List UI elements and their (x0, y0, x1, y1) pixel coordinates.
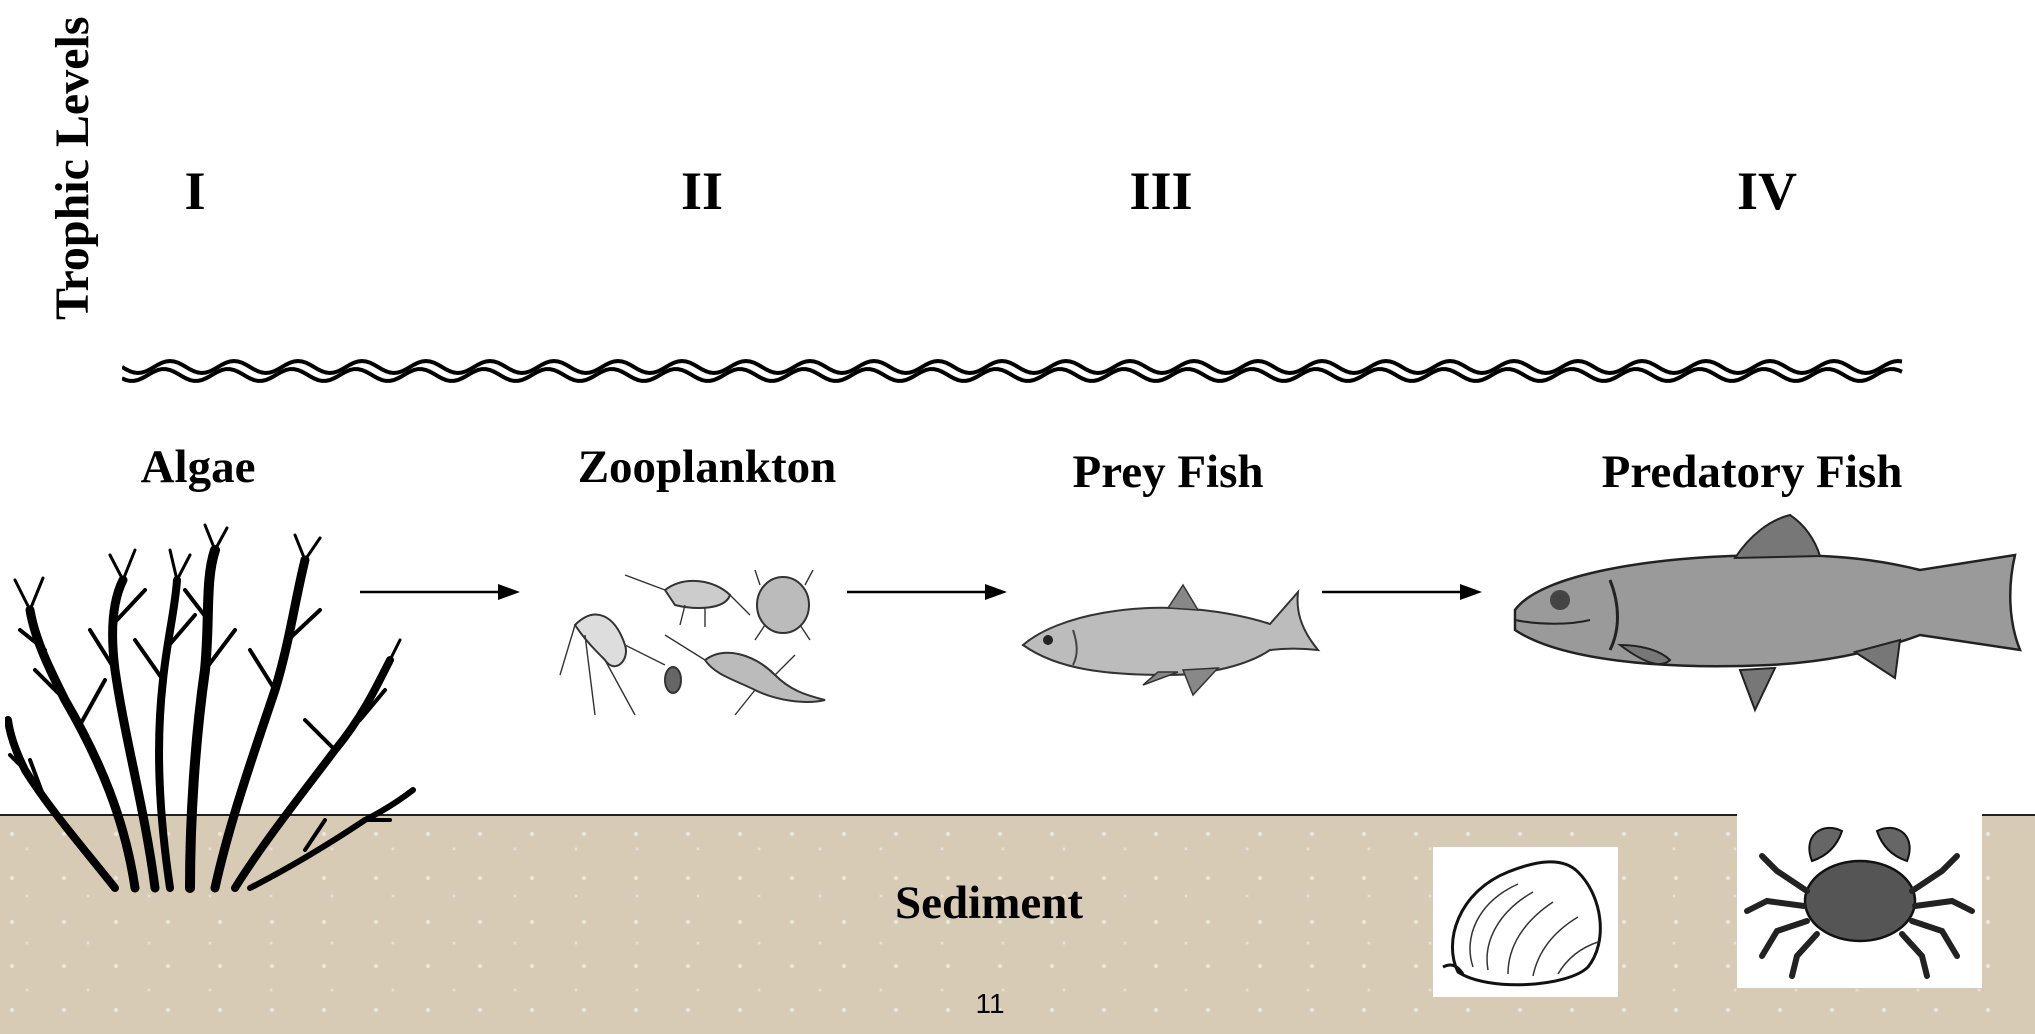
algae-branches-icon (5, 520, 420, 895)
page-number: 11 (975, 988, 1004, 1020)
prey-fish-icon (1018, 560, 1323, 705)
predatory-fish-icon (1510, 510, 2025, 715)
arrow-zooplankton-to-prey-fish (845, 580, 1010, 604)
trophic-levels-title: Trophic Levels (45, 16, 100, 320)
level-2-label: II (681, 160, 723, 222)
zooplankton-cluster-icon (555, 565, 845, 720)
predatory-fish-label: Predatory Fish (1602, 445, 1903, 499)
level-1-label: I (184, 160, 205, 222)
prey-fish-label: Prey Fish (1072, 445, 1263, 499)
algae-label: Algae (141, 440, 256, 494)
water-surface-waves (122, 356, 1904, 386)
clam-icon (1438, 852, 1613, 992)
clam-photo-frame (1433, 847, 1618, 997)
level-4-label: IV (1737, 160, 1797, 222)
sediment-label: Sediment (895, 876, 1083, 930)
arrow-prey-fish-to-predatory-fish (1320, 580, 1485, 604)
crab-icon (1742, 816, 1977, 983)
zooplankton-label: Zooplankton (578, 440, 837, 494)
level-3-label: III (1129, 160, 1192, 222)
crab-photo-frame (1737, 811, 1982, 988)
